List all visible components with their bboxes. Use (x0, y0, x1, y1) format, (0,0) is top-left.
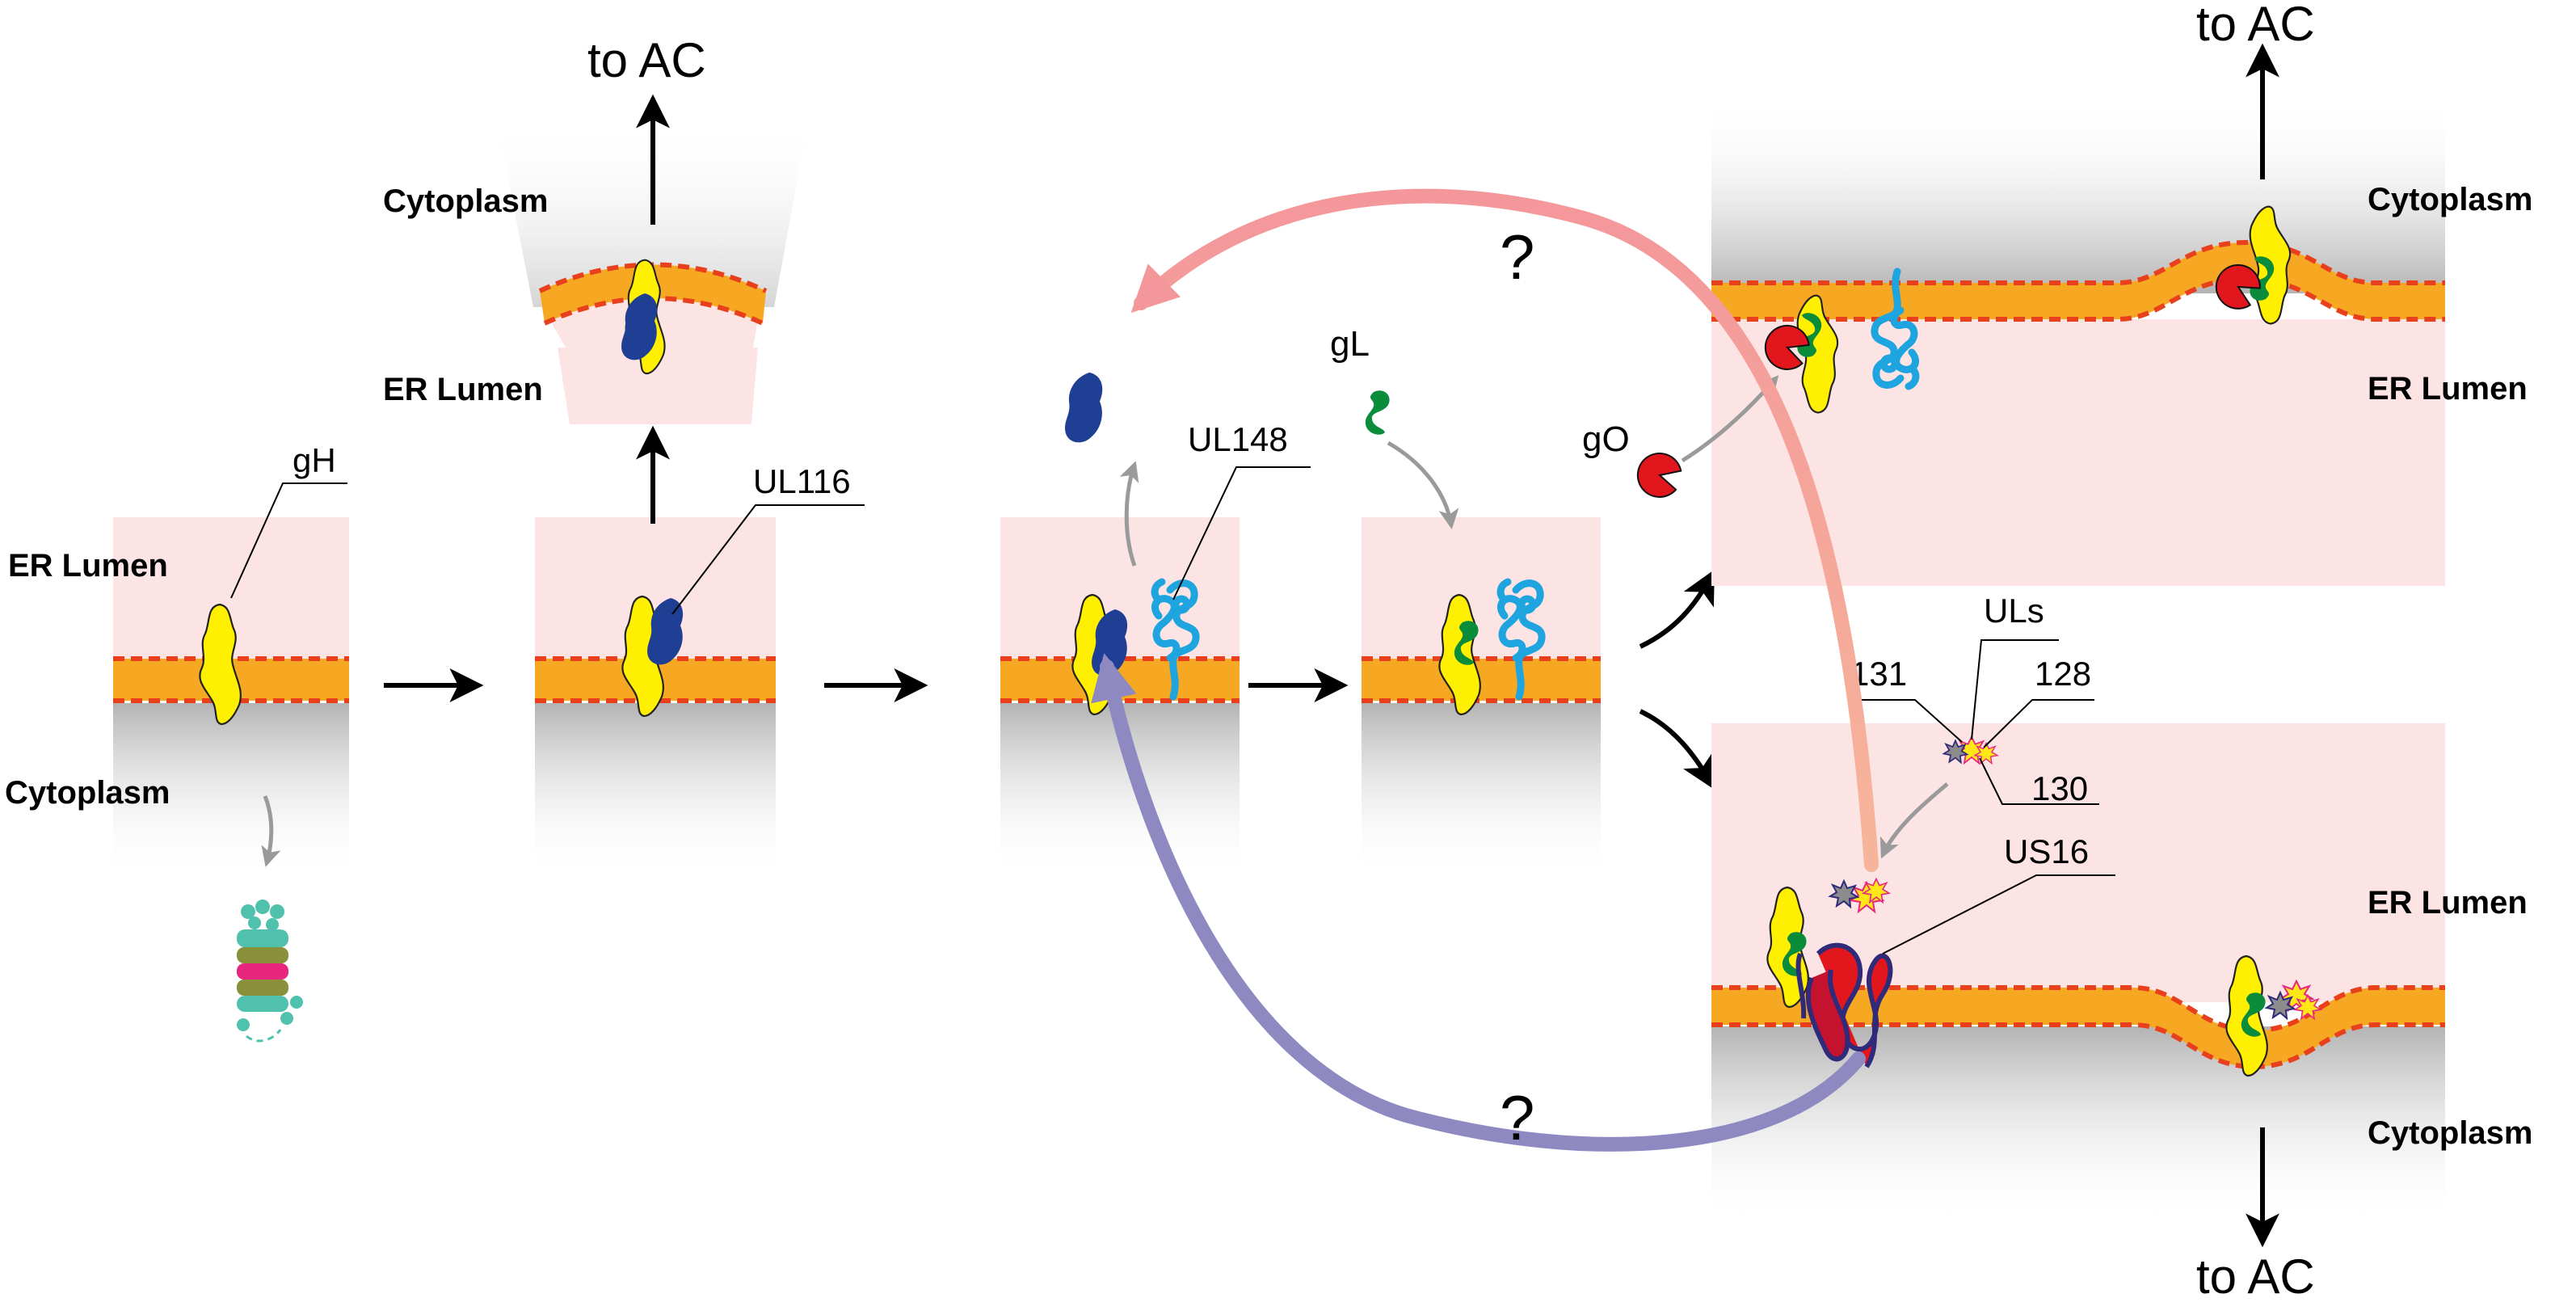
proteasome-icon (237, 900, 303, 1043)
to-ac-label-pentamer: to AC (2196, 1249, 2315, 1302)
er-lumen-label-trimer: ER Lumen (2368, 371, 2528, 407)
cytoplasm-label-inset: Cytoplasm (383, 183, 549, 219)
ul130-label: 130 (2031, 769, 2088, 807)
er-lumen-label-inset: ER Lumen (383, 372, 543, 407)
gh-label: gH (293, 441, 336, 479)
ul130-leader-line (1979, 757, 2099, 805)
cytoplasm-box (113, 703, 349, 877)
cytoplasm-box (1362, 703, 1601, 877)
go-free (1631, 447, 1686, 503)
to-ac-label-inset: to AC (587, 33, 706, 87)
er-lumen-label-pentamer: ER Lumen (2368, 885, 2528, 921)
ul128-leader-line (1983, 699, 2094, 748)
ul116-label: UL116 (753, 462, 851, 500)
gl-free (1365, 390, 1390, 435)
branch-arrow-down (1639, 709, 1715, 790)
stage-2-gh-ul116: UL116 (535, 462, 865, 877)
uls-leader-line (1971, 639, 2059, 740)
cytoplasm-box (1711, 101, 2445, 293)
cytoplasm-label-1: Cytoplasm (5, 775, 170, 811)
uls-label: ULs (1984, 592, 2044, 630)
question-mark-bottom: ? (1500, 1082, 1534, 1153)
us16-protein (1795, 942, 1893, 1068)
ul-binding-arrow (1879, 782, 1949, 859)
go-label: gO (1582, 419, 1630, 459)
ul131-leader-line (1852, 699, 1963, 743)
branch-arrow-up (1639, 569, 1715, 649)
stage-2-inset-to-ac: Cytoplasm ER Lumen (383, 121, 808, 424)
pentamer-panel: 131 ULs 128 130 US16 ER Lumen Cytoplasm (1711, 592, 2533, 1224)
degradation-arrow (261, 795, 281, 867)
ul116-leader-line (671, 504, 865, 615)
lumen-box (1362, 517, 1601, 659)
er-lumen-label-1: ER Lumen (8, 548, 168, 584)
cytoplasm-box (535, 703, 776, 877)
question-mark-top: ? (1500, 221, 1534, 293)
to-ac-label-trimer: to AC (2196, 0, 2315, 51)
gl-label: gL (1330, 324, 1370, 364)
trimer-panel: gO Cytoplasm ER Lumen (1582, 101, 2533, 586)
ul116-released (1064, 372, 1103, 443)
cytoplasm-box (1711, 1026, 2445, 1224)
ul148-leader-line (1172, 466, 1311, 600)
gl-binding-arrow (1387, 440, 1459, 529)
us16-label: US16 (2004, 832, 2089, 870)
membrane (1362, 659, 1601, 701)
stage-3-gh-ul116-ul148: UL148 (1000, 372, 1311, 877)
ul128-label: 128 (2035, 655, 2091, 693)
purple-feedback-arrow (1091, 653, 1866, 1152)
cytoplasm-label-trimer: Cytoplasm (2368, 182, 2533, 217)
ul116-release-arrow (1119, 461, 1139, 567)
ul131-label: 131 (1850, 655, 1907, 693)
stage-1-gh-alone: gH ER Lumen Cytoplasm (5, 441, 349, 1043)
us16-leader-line (1882, 874, 2115, 954)
ul148-label: UL148 (1188, 420, 1288, 458)
gh-leader-line (230, 482, 347, 599)
pink-feedback-arrow (1130, 188, 1879, 872)
stage-4-gh-gl-ul148: gL (1330, 324, 1601, 877)
cytoplasm-label-pentamer: Cytoplasm (2368, 1115, 2533, 1151)
